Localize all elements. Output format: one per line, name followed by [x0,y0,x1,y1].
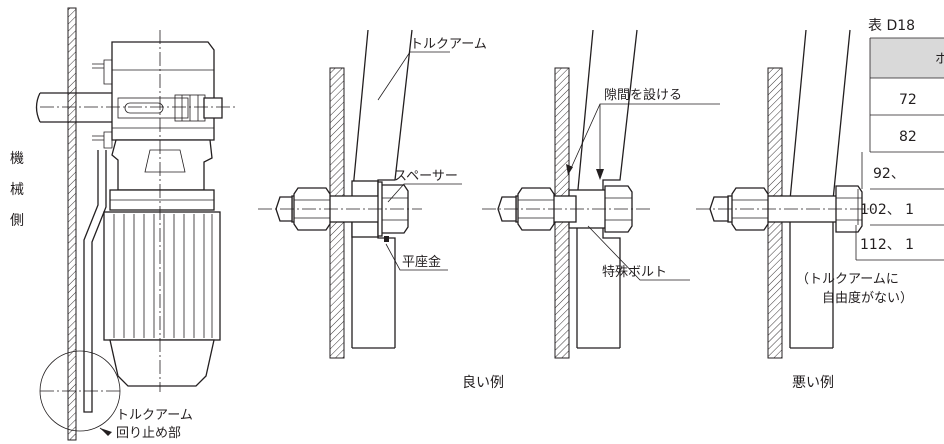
good-example-special-bolt-drawing [482,29,720,359]
table-row-4: 102、 1 [860,202,914,218]
machine-side-label-2: 械 [10,182,24,198]
no-freedom-label-1: （トルクアームに [796,272,899,287]
torque-arm-stop-label-1: トルクアーム [116,408,193,423]
torque-arm-label: トルクアーム [410,37,487,52]
table-row-2: 82 [899,129,917,145]
output-shaft [35,92,115,123]
table-header-cell [870,38,944,78]
reducer-body [111,139,213,191]
table-header-text: ホ [935,52,944,67]
torque-arm-stop-label-2: 回り止め部 [116,426,181,441]
torque-arm [83,150,107,413]
table-row-3: 92、 [873,166,905,182]
bad-example-caption: 悪い例 [792,375,834,391]
fan-cover [109,339,215,387]
table-title: 表 D18 [868,18,915,34]
spacer-label: スペーサー [394,169,458,184]
machine-wall [67,7,77,441]
table-row-5: 112、 1 [860,237,914,253]
gap-label: 隙間を設ける [604,87,682,103]
table-row-1: 72 [899,92,917,108]
special-bolt-label: 特殊ボルト [602,265,667,280]
good-example-spacer-drawing [258,29,462,359]
good-example-caption: 良い例 [462,375,504,391]
machine-side-label-1: 機 [10,151,24,167]
reference-table: 表 D18 ホ 72 82 92、 102、 1 112、 1 [855,18,944,261]
bad-example-drawing [696,29,874,359]
gear-motor-drawing [35,7,236,441]
gear-housing [111,41,215,141]
flat-washer-label: 平座金 [402,254,441,270]
motor-body [103,211,221,341]
no-freedom-label-2: 自由度がない） [822,290,913,306]
machine-side-label-3: 側 [10,213,24,229]
